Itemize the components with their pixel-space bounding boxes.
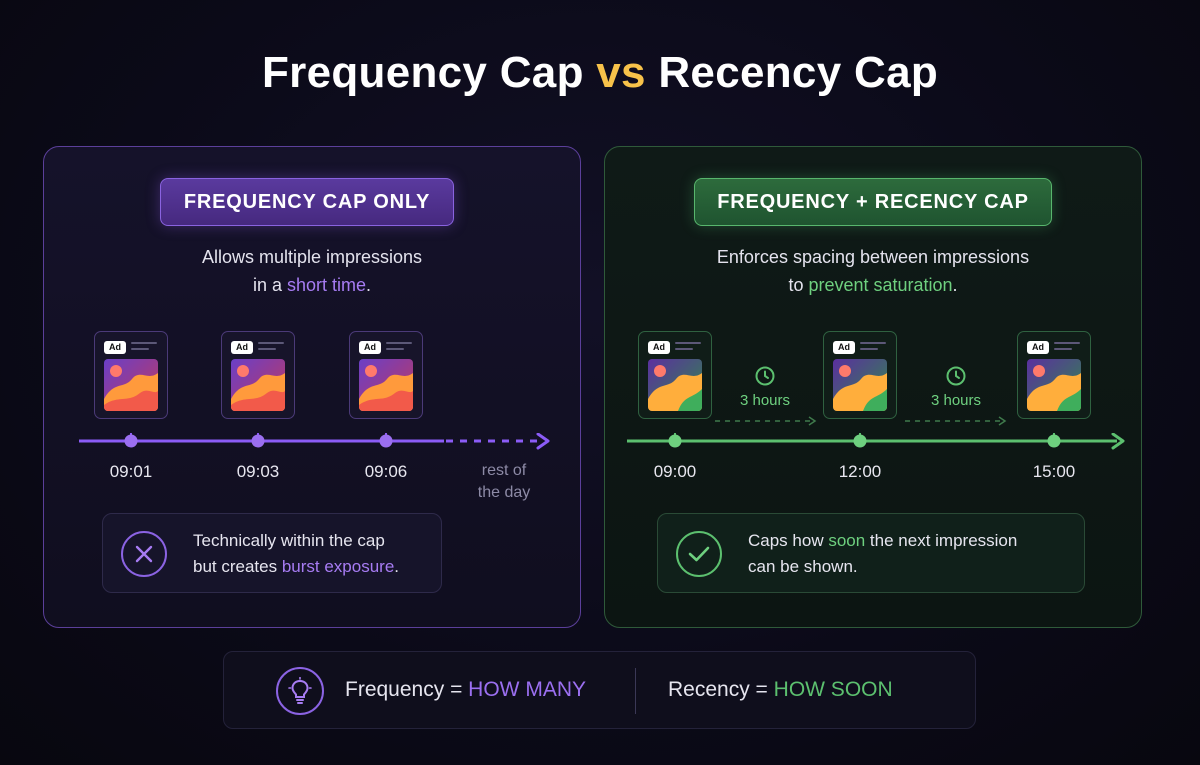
ad-text-lines — [860, 342, 886, 354]
frequency-definition: Frequency = HOW MANY — [345, 678, 586, 701]
timeline-dot — [1047, 434, 1061, 448]
recency-note-text: Caps how soon the next impression can be… — [748, 531, 1018, 576]
gap-label: 3 hours — [739, 392, 791, 409]
clock-icon — [946, 366, 966, 386]
recency-note: Caps how soon the next impression can be… — [657, 513, 1085, 593]
ad-card: Ad — [1017, 331, 1091, 419]
timeline-dot — [379, 434, 393, 448]
frequency-only-panel: FREQUENCY CAP ONLY Allows multiple impre… — [43, 146, 581, 628]
frequency-note-text: Technically within the cap but creates b… — [193, 531, 400, 576]
title-part-frequency: Frequency Cap — [261, 48, 584, 97]
clock-icon — [755, 366, 775, 386]
ad-card: Ad — [638, 331, 712, 419]
frequency-recency-description: Enforces spacing between impressions to … — [605, 243, 1141, 299]
ad-image-icon — [833, 359, 887, 411]
ad-image-icon — [359, 359, 413, 411]
ad-image-icon — [648, 359, 702, 411]
time-label: 15:00 — [1032, 462, 1076, 481]
rest-of-day-label: rest of the day — [477, 462, 531, 501]
check-circle-icon — [676, 531, 722, 577]
frequency-only-description: Allows multiple impressions in a short t… — [44, 243, 580, 299]
frequency-recency-badge: FREQUENCY + RECENCY CAP — [694, 178, 1052, 226]
ad-tag: Ad — [833, 341, 855, 354]
ad-text-lines — [258, 342, 284, 354]
title-part-recency: Recency Cap — [658, 48, 939, 97]
time-label: 09:03 — [236, 462, 280, 481]
time-label: 12:00 — [838, 462, 882, 481]
lightbulb-icon — [276, 667, 324, 715]
timeline-arrow-icon — [1111, 433, 1125, 450]
desc-line-2: to prevent saturation. — [788, 275, 958, 295]
summary-footer: Frequency = HOW MANY Recency = HOW SOON — [223, 651, 976, 729]
time-label: 09:06 — [364, 462, 408, 481]
frequency-recency-panel: FREQUENCY + RECENCY CAP Enforces spacing… — [604, 146, 1142, 628]
recency-timeline — [627, 433, 1125, 450]
ad-text-lines — [1054, 342, 1080, 354]
timeline-dot — [124, 434, 138, 448]
gap-arrows — [715, 416, 1007, 426]
ad-card: Ad — [349, 331, 423, 419]
frequency-only-badge: FREQUENCY CAP ONLY — [160, 178, 454, 226]
desc-line-2: in a short time. — [252, 275, 372, 295]
ad-tag: Ad — [104, 341, 126, 354]
desc-line-1: Allows multiple impressions — [201, 247, 423, 267]
ad-text-lines — [675, 342, 701, 354]
ad-image-icon — [231, 359, 285, 411]
page-title: Frequency Cap vs Recency Cap — [0, 48, 1200, 98]
ad-text-lines — [131, 342, 157, 354]
desc-highlight: prevent saturation — [808, 275, 953, 295]
desc-highlight: short time — [286, 275, 367, 295]
frequency-definition-value: HOW MANY — [468, 678, 586, 701]
ad-image-icon — [104, 359, 158, 411]
frequency-timeline — [79, 433, 550, 450]
desc-line-1: Enforces spacing between impressions — [716, 247, 1030, 267]
footer-divider — [635, 668, 636, 714]
ad-tag: Ad — [1027, 341, 1049, 354]
timeline-dot — [251, 434, 265, 448]
title-vs: vs — [596, 48, 646, 97]
ad-tag: Ad — [648, 341, 670, 354]
ad-text-lines — [386, 342, 412, 354]
recency-definition-value: HOW SOON — [773, 678, 893, 701]
ad-card: Ad — [221, 331, 295, 419]
timeline-dot — [668, 434, 682, 448]
time-label: 09:01 — [109, 462, 153, 481]
ad-tag: Ad — [359, 341, 381, 354]
gap-label: 3 hours — [930, 392, 982, 409]
ad-card: Ad — [94, 331, 168, 419]
time-label: 09:00 — [653, 462, 697, 481]
ad-tag: Ad — [231, 341, 253, 354]
recency-definition: Recency = HOW SOON — [668, 678, 893, 701]
ad-card: Ad — [823, 331, 897, 419]
note-highlight: burst exposure — [281, 557, 395, 576]
timeline-dot — [853, 434, 867, 448]
ad-image-icon — [1027, 359, 1081, 411]
x-circle-icon — [121, 531, 167, 577]
frequency-note: Technically within the cap but creates b… — [102, 513, 442, 593]
note-highlight: soon — [828, 531, 866, 550]
timeline-arrow-icon — [536, 433, 550, 450]
